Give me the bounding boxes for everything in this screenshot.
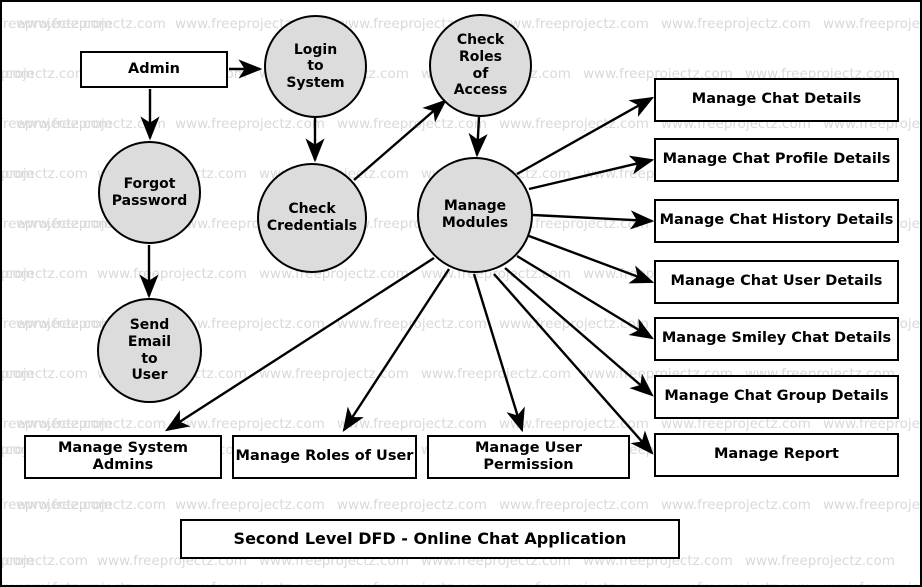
process-login-to-system[interactable]: Login to System xyxy=(264,15,367,118)
process-send-email-to-user[interactable]: Send Email to User xyxy=(97,298,202,403)
diagram-title-box: Second Level DFD - Online Chat Applicati… xyxy=(180,519,680,559)
data-store-manage-user-permission[interactable]: Manage User Permission xyxy=(427,435,630,479)
data-store-manage-chat-details[interactable]: Manage Chat Details xyxy=(654,78,899,122)
external-entity-admin[interactable]: Admin xyxy=(80,51,228,88)
process-check-roles-of-access[interactable]: Check Roles of Access xyxy=(429,14,532,117)
data-store-label: Manage Chat Profile Details xyxy=(662,151,891,168)
external-entity-admin-label: Admin xyxy=(127,60,180,77)
data-store-label: Manage Report xyxy=(713,446,839,463)
data-store-label: Manage System Admins xyxy=(58,439,188,473)
data-store-manage-chat-profile-details[interactable]: Manage Chat Profile Details xyxy=(654,138,899,182)
data-store-manage-chat-user-details[interactable]: Manage Chat User Details xyxy=(654,260,899,304)
process-manage-modules-label: Manage Modules xyxy=(441,198,509,231)
process-forgot-password[interactable]: Forgot Password xyxy=(98,141,201,244)
process-check-roles-of-access-label: Check Roles of Access xyxy=(453,32,508,99)
data-store-label: Manage Smiley Chat Details xyxy=(661,330,892,347)
data-store-manage-smiley-chat-details[interactable]: Manage Smiley Chat Details xyxy=(654,317,899,361)
process-send-email-to-user-label: Send Email to User xyxy=(127,317,172,384)
data-store-manage-chat-group-details[interactable]: Manage Chat Group Details xyxy=(654,375,899,419)
data-store-manage-system-admins[interactable]: Manage System Admins xyxy=(24,435,222,479)
process-check-credentials-label: Check Credentials xyxy=(266,201,358,234)
process-login-to-system-label: Login to System xyxy=(286,41,345,91)
process-check-credentials[interactable]: Check Credentials xyxy=(257,163,367,273)
data-store-label: Manage Chat History Details xyxy=(659,212,894,229)
data-store-label: Manage Roles of User xyxy=(235,448,414,465)
data-store-label: Manage Chat User Details xyxy=(670,273,883,290)
process-forgot-password-label: Forgot Password xyxy=(111,175,188,209)
data-store-manage-chat-history-details[interactable]: Manage Chat History Details xyxy=(654,199,899,243)
diagram-title: Second Level DFD - Online Chat Applicati… xyxy=(233,528,627,548)
process-manage-modules[interactable]: Manage Modules xyxy=(417,157,533,273)
data-store-manage-report[interactable]: Manage Report xyxy=(654,433,899,477)
data-store-label: Manage Chat Group Details xyxy=(664,388,889,405)
data-store-manage-roles-of-user[interactable]: Manage Roles of User xyxy=(232,435,417,479)
data-store-label: Manage Chat Details xyxy=(691,91,862,108)
data-store-label: Manage User Permission xyxy=(475,439,582,473)
